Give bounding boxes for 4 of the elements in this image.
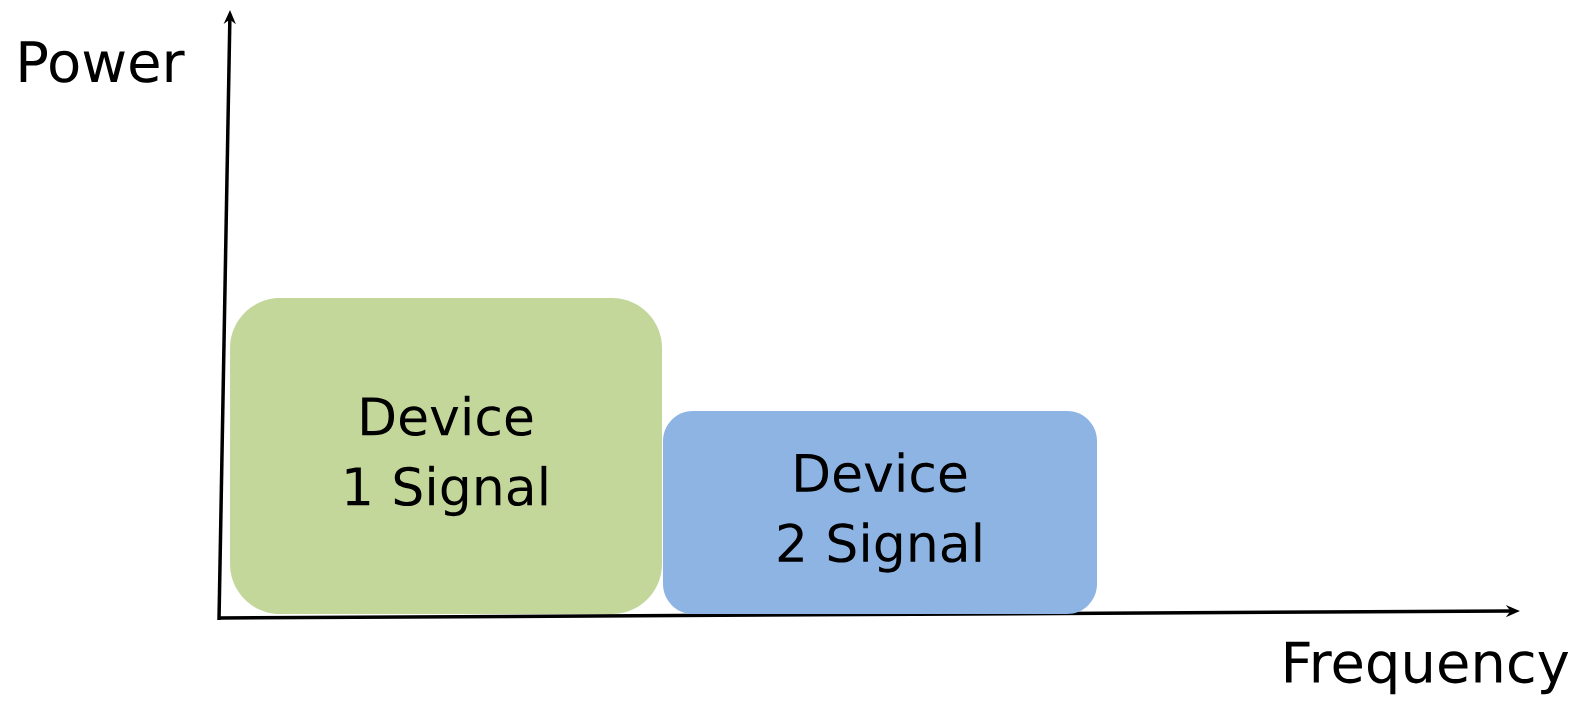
- signal-box: Device 2 Signal: [663, 411, 1097, 614]
- axis-label: Power: [20, 41, 185, 83]
- signal-box: Device 1 Signal: [230, 298, 662, 614]
- axis-label: Frequency: [1286, 641, 1569, 695]
